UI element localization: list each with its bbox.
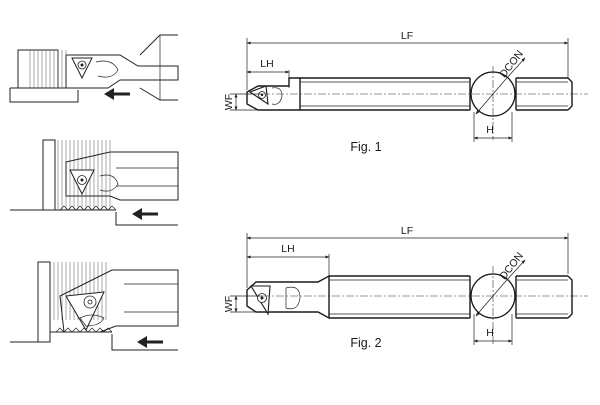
machining-illustration-2 [10, 139, 179, 226]
dcon-label-fig2: DCON [497, 250, 525, 282]
lf-label-fig2: LF [401, 225, 413, 237]
wf-label-fig2: WF [223, 296, 235, 312]
lf-label-fig1: LF [401, 30, 413, 42]
lh-label-fig2: LH [281, 243, 294, 255]
lh-label-fig1: LH [260, 58, 273, 70]
h-label-fig2: H [486, 327, 494, 339]
machining-illustration-3 [10, 261, 179, 351]
figure-1: LF LH WF DCON [223, 30, 588, 154]
figure-2-caption: Fig. 2 [350, 336, 381, 350]
figure-1-caption: Fig. 1 [350, 140, 381, 154]
machining-illustration-1 [9, 34, 179, 103]
dcon-label-fig1: DCON [497, 48, 525, 80]
wf-label-fig1: WF [223, 94, 235, 110]
figure-2: LF LH WF DCON [223, 225, 588, 350]
h-label-fig1: H [486, 124, 494, 136]
